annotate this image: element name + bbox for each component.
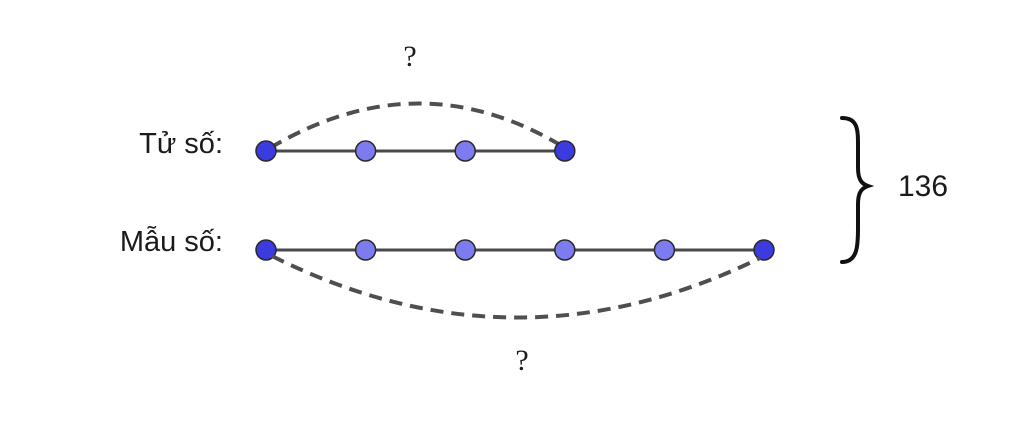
- denominator-point: [354, 239, 377, 261]
- total-value: 136: [898, 170, 948, 203]
- numerator-point: [454, 140, 476, 162]
- denominator-points: [255, 239, 775, 261]
- numerator-label: Tử số:: [139, 128, 223, 160]
- total-curly-brace: [840, 116, 875, 264]
- numerator-endpoint: [255, 140, 277, 162]
- denominator-point: [454, 239, 476, 261]
- denominator-endpoint: [255, 239, 277, 261]
- numerator-brace-arc: [268, 101, 564, 150]
- denominator-point: [554, 239, 576, 261]
- denominator-label: Mẫu số:: [120, 225, 223, 258]
- numerator-question-mark: ?: [403, 40, 416, 73]
- denominator-endpoint: [753, 239, 775, 261]
- denominator-point: [653, 239, 676, 261]
- numerator-endpoint: [554, 140, 576, 162]
- denominator-brace-arc: [271, 254, 761, 320]
- numerator-point: [354, 140, 377, 162]
- numerator-points: [255, 140, 576, 162]
- denominator-question-mark: ?: [515, 344, 528, 377]
